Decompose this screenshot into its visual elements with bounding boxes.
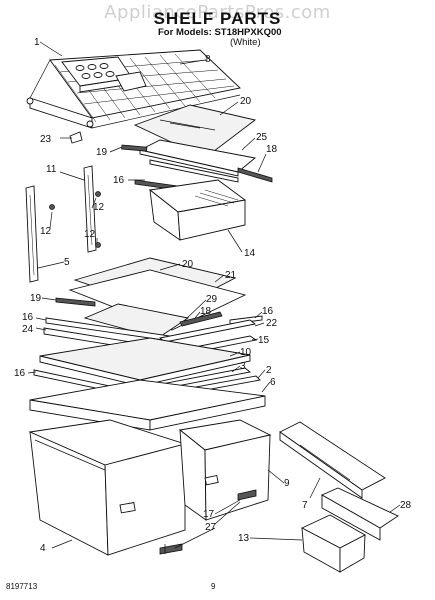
callout-9: 9 (284, 478, 290, 489)
callout-20: 20 (240, 96, 252, 107)
leader-lines (27, 41, 401, 549)
callout-17: 17 (203, 509, 215, 520)
shelf-trim-part-19-upper (121, 144, 148, 152)
callout-19: 19 (96, 147, 108, 158)
callout-27: 27 (205, 522, 217, 533)
shelf-trim-part-18-upper (237, 167, 273, 183)
shelf-frame-part-25 (138, 139, 257, 183)
callout-18: 18 (266, 144, 278, 155)
callout-16: 16 (14, 368, 26, 379)
page-number: 9 (211, 582, 216, 591)
callout-19: 19 (30, 293, 42, 304)
watermark-text: AppliancePartsPros.com (104, 2, 331, 23)
shelf-hinge-part-23 (26, 97, 94, 144)
callout-14: 14 (244, 248, 256, 259)
callout-13: 13 (238, 533, 250, 544)
callout-16: 16 (113, 175, 125, 186)
callout-4: 4 (40, 543, 46, 554)
cover-frame-part-6 (29, 379, 266, 431)
crisper-cover-part-10 (39, 337, 251, 387)
callout-12: 12 (40, 226, 52, 237)
callout-8: 8 (205, 54, 211, 65)
callout-6: 6 (270, 377, 276, 388)
door-bin-part-28 (320, 487, 399, 541)
callout-25: 25 (256, 132, 268, 143)
callout-29: 29 (206, 294, 218, 305)
door-bin-part-13 (300, 514, 366, 573)
doc-number: 8197713 (6, 582, 38, 591)
callout-12: 12 (84, 229, 96, 240)
callout-15: 15 (258, 335, 270, 346)
callout-16: 16 (262, 306, 274, 317)
callout-5: 5 (64, 257, 70, 268)
shelf-trim-part-19-lower (55, 297, 96, 307)
shelf-trim-part-18-lower (179, 311, 223, 327)
callout-22: 22 (266, 318, 278, 329)
callout-2: 2 (266, 365, 272, 376)
drawer-slide-part-27 (159, 543, 183, 555)
drawer-slide-part-17 (237, 489, 257, 501)
callout-20: 20 (182, 259, 194, 270)
page-title: SHELF PARTS (153, 9, 282, 28)
callout-28: 28 (400, 500, 412, 511)
crisper-drawer-part-14 (148, 179, 247, 241)
callout-21: 21 (225, 270, 237, 281)
shelf-rail-part-11 (83, 165, 97, 253)
callout-7: 7 (302, 500, 308, 511)
callout-11: 11 (46, 164, 57, 175)
crisper-drawer-part-4 (28, 419, 187, 556)
dairy-door-part-7 (279, 421, 386, 499)
callout-16: 16 (22, 312, 34, 323)
callout-10: 10 (240, 347, 252, 358)
crisper-drawer-part-9 (178, 419, 272, 521)
callout-1: 1 (34, 37, 40, 48)
shelf-rail-part-5 (25, 185, 39, 283)
color-line: (White) (230, 37, 261, 48)
callout-18: 18 (200, 306, 212, 317)
callout-12: 12 (93, 202, 105, 213)
callout-23: 23 (40, 134, 52, 145)
callout-24: 24 (22, 324, 34, 335)
callout-3: 3 (240, 361, 246, 372)
models-line: For Models: ST18HPXKQ00 (158, 27, 282, 38)
screw-part-12 (49, 191, 101, 248)
egg-tray-part-1 (61, 56, 147, 93)
